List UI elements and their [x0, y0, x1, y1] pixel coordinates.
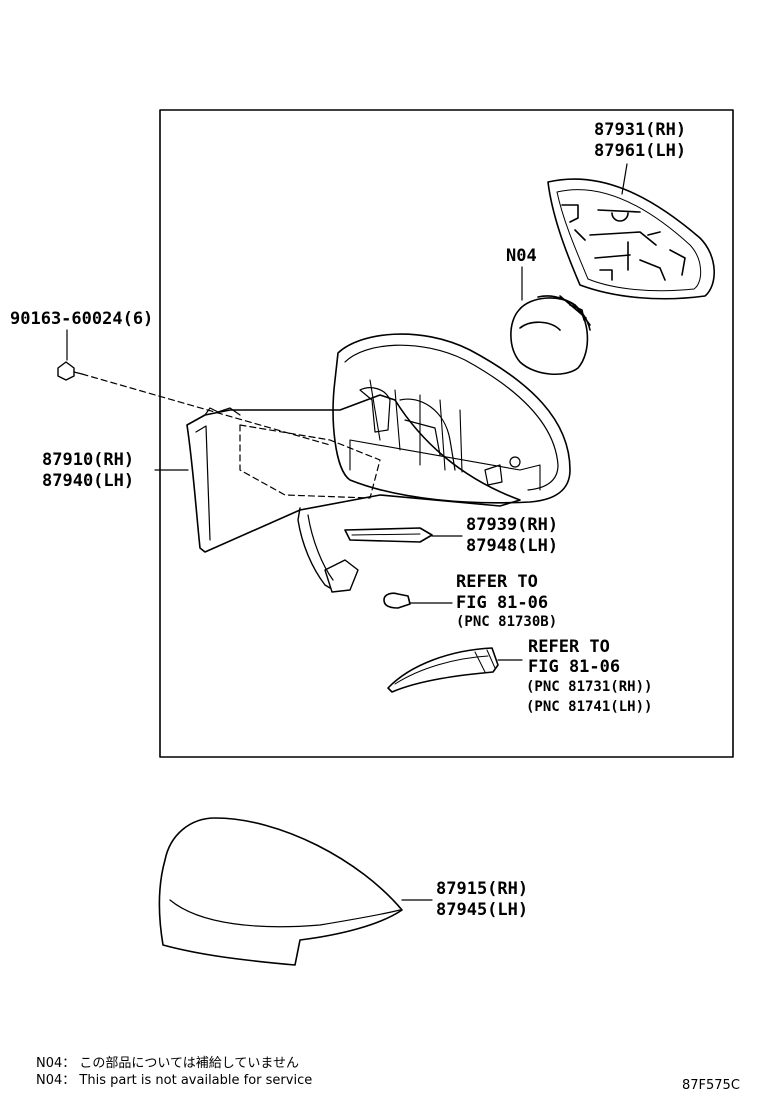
figure-code: 87F575C [682, 1078, 740, 1093]
note-english: N04： This part is not available for serv… [36, 1073, 313, 1088]
label-lamp-lh: 87948(LH) [466, 536, 559, 556]
label-assembly-rh: 87910(RH) [42, 450, 135, 470]
label-glass-rh: 87931(RH) [594, 120, 687, 140]
screw-dashed-line [81, 373, 331, 446]
label-screw: 90163-60024(6) [10, 309, 154, 329]
actuator-part [510, 295, 591, 376]
label-cover-lh: 87945(LH) [436, 900, 529, 920]
label-refer1-line1: REFER TO [456, 572, 538, 592]
label-refer2-line2: FIG 81-06 [528, 657, 621, 677]
label-lamp-rh: 87939(RH) [466, 515, 559, 535]
label-assembly-lh: 87940(LH) [42, 471, 135, 491]
leader-glass [621, 163, 628, 195]
label-cover-rh: 87915(RH) [436, 879, 529, 899]
label-glass-lh: 87961(LH) [594, 141, 687, 161]
mirror-housing-assembly [186, 333, 571, 593]
assembly-frame [159, 109, 734, 758]
label-refer2-line3: (PNC 81731(RH)) [526, 679, 653, 695]
label-refer1-line2: FIG 81-06 [456, 593, 549, 613]
label-refer2-line1: REFER TO [528, 637, 610, 657]
turn-signal-part [387, 647, 499, 693]
bulb-part [383, 592, 411, 609]
note-japanese: N04： この部品については補給していません [36, 1056, 299, 1071]
screw-part [57, 361, 83, 381]
mirror-cover-part [158, 817, 403, 966]
label-refer1-line3: (PNC 81730B) [456, 614, 558, 630]
label-refer2-line4: (PNC 81741(LH)) [526, 699, 653, 715]
label-actuator: N04 [506, 246, 537, 266]
mirror-glass-part [547, 178, 715, 300]
side-lamp-part [344, 527, 433, 543]
